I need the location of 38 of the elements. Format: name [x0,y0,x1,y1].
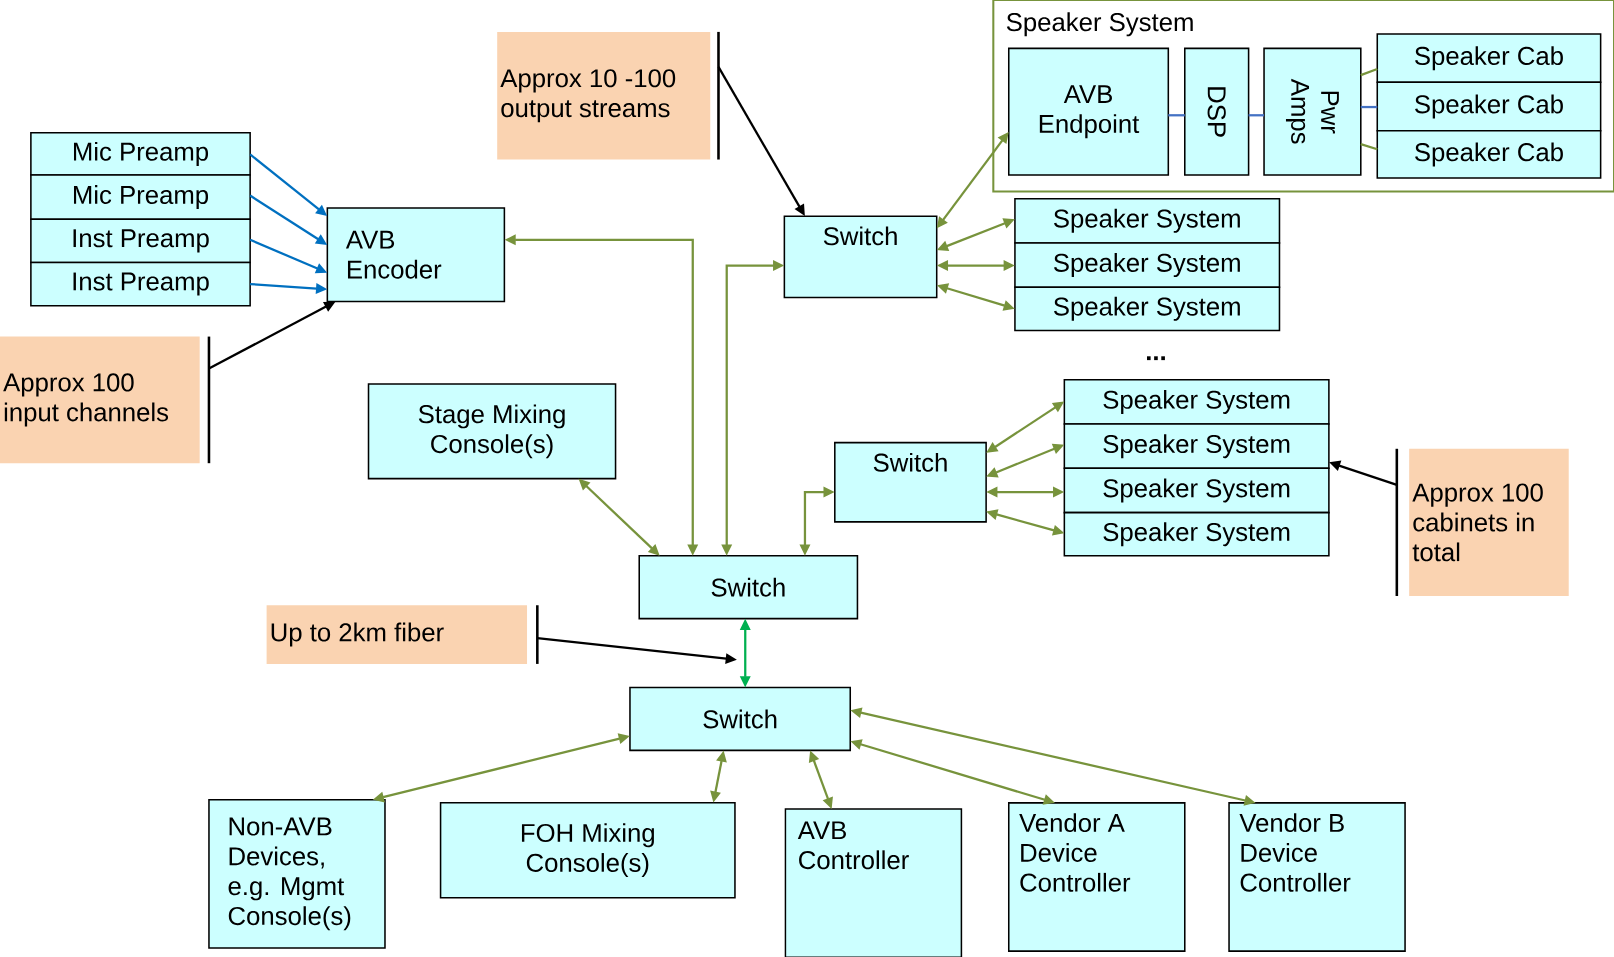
connector-line [1360,142,1378,151]
connector-line [1360,105,1378,109]
process-box: Speaker System [1063,467,1330,514]
callout-box: Approx 100 cabinets in total [1395,448,1569,596]
process-box: Speaker Cab [1376,81,1602,132]
process-box: AVB Controller [784,808,963,957]
process-box: DSP [1184,47,1250,176]
process-box: Non-AVB Devices, e.g. Mgmt Console(s) [208,798,386,949]
process-box: Stage Mixing Console(s) [367,383,617,480]
process-box: AVB Encoder [326,207,506,303]
process-box: Pwr Amps [1263,47,1362,176]
process-box: Speaker Cab [1376,129,1602,179]
process-box: Speaker System [1063,423,1330,469]
process-box: Speaker System [1063,511,1330,557]
process-box: Mic Preamp [30,131,251,176]
connector-line [1168,114,1185,117]
process-box: Mic Preamp [30,174,251,220]
process-box: Speaker System [1014,242,1281,288]
process-box: Vendor A Device Controller [1008,801,1186,952]
process-box: Vendor B Device Controller [1228,801,1406,952]
process-box: Speaker Cab [1376,33,1602,83]
process-box: Inst Preamp [30,261,251,307]
process-box: Switch [783,215,938,299]
callout-box: Approx 100 input channels [0,336,211,464]
process-box: Switch [834,441,987,523]
process-box: Switch [629,686,851,751]
callout-box: Approx 10 -100 output streams [497,31,720,160]
process-box: Switch [638,554,859,620]
process-box: Inst Preamp [30,218,251,264]
process-box: Speaker System [1014,286,1281,332]
ellipsis: ... [1147,356,1165,360]
process-box: FOH Mixing Console(s) [439,801,736,899]
process-box: Speaker System [1063,378,1330,425]
connector-line [1360,67,1378,77]
process-box: Speaker System [1014,197,1281,244]
callout-box: Up to 2km fiber [266,605,539,664]
connector-line [1248,114,1265,117]
process-box: AVB Endpoint [1008,47,1170,176]
